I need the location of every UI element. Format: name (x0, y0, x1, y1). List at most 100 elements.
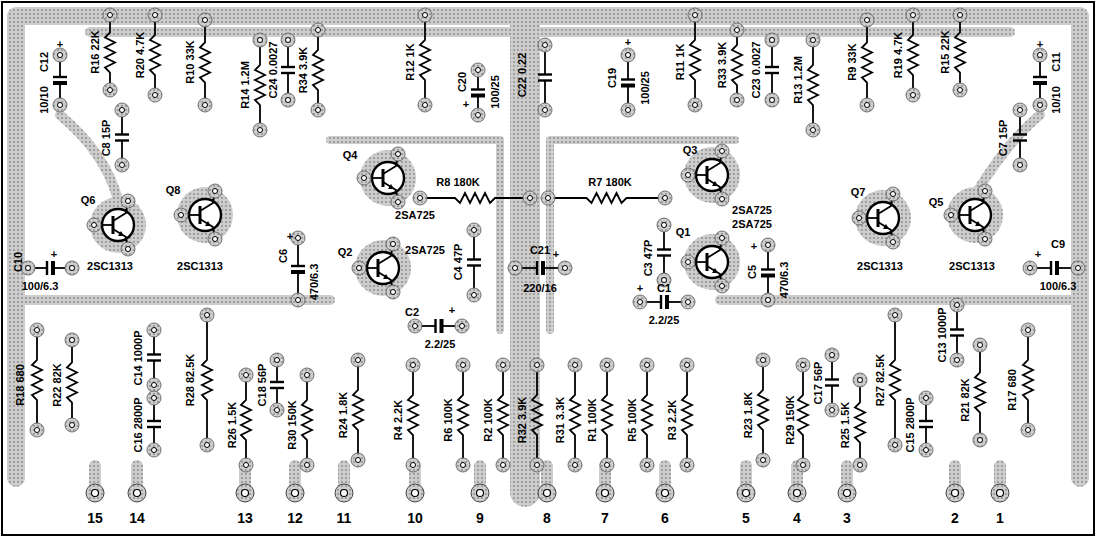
solder-pad (198, 98, 212, 112)
terminal-hole (997, 490, 1004, 497)
part-label: C24 0.0027 (267, 42, 279, 99)
capacitor-plate (1033, 81, 1047, 85)
pad-hole (58, 103, 63, 108)
capacitor-plate (825, 378, 839, 380)
capacitor-plate (657, 248, 671, 250)
solder-pad (600, 458, 614, 472)
transistor-emitter (113, 229, 126, 241)
solder-pad (386, 237, 400, 251)
terminal-pad (991, 484, 1009, 502)
solder-pad (391, 195, 405, 209)
pad-hole (535, 463, 540, 468)
pad-hole (663, 196, 668, 201)
part-label: + (1037, 38, 1043, 50)
solder-pad (291, 293, 305, 307)
solder-pad (148, 8, 162, 22)
capacitor-plate (434, 319, 436, 333)
solder-pad (281, 33, 295, 47)
pad-hole (720, 284, 725, 289)
pad-hole (685, 363, 690, 368)
pad-hole (686, 300, 691, 305)
pad-hole (720, 149, 725, 154)
pin-number: 4 (793, 511, 801, 526)
pad-hole (92, 223, 97, 228)
capacitor-plate (660, 295, 662, 309)
solder-pad (508, 261, 522, 275)
transistor-bar (377, 259, 380, 277)
pad-hole (153, 13, 158, 18)
solder-pad (121, 242, 135, 256)
pad-hole (357, 266, 362, 271)
pad-hole (1028, 266, 1033, 271)
resistor-symbol (498, 365, 508, 465)
transistor-collector (707, 246, 720, 258)
transistor-body (959, 199, 991, 231)
capacitor-plate (281, 72, 295, 74)
solder-pad (796, 358, 810, 372)
part-label: 470/6.3 (778, 262, 790, 299)
pad-hole (720, 236, 725, 241)
part-label: + (751, 240, 757, 252)
part-label: R11 1K (674, 44, 686, 81)
pad-hole (476, 68, 481, 73)
part-label: C2 (405, 306, 419, 318)
terminal-pad (737, 484, 755, 502)
terminal-hole (92, 490, 99, 497)
capacitor-plate (919, 426, 933, 428)
resistor-symbol (313, 30, 323, 110)
pad-hole (955, 303, 960, 308)
pad-hole (203, 103, 208, 108)
part-label: R2 100K (482, 398, 494, 441)
solder-pad (919, 443, 933, 457)
part-label: C6 (277, 249, 289, 263)
solder-pad (65, 261, 79, 275)
solder-pad (239, 368, 253, 382)
pad-hole (70, 266, 75, 271)
solder-pad (944, 208, 958, 222)
pad-hole (1026, 428, 1031, 433)
solder-pad (456, 358, 470, 372)
terminal-pad (86, 484, 104, 502)
pad-hole (546, 196, 551, 201)
part-label: R15 22K (939, 30, 951, 73)
pad-hole (645, 363, 650, 368)
solder-pad (973, 433, 987, 447)
pad-hole (865, 18, 870, 23)
pad-hole (685, 463, 690, 468)
resistor-symbol (408, 365, 418, 465)
pad-hole (70, 338, 75, 343)
solder-pad (853, 458, 867, 472)
pad-hole (153, 93, 158, 98)
pad-hole (58, 53, 63, 58)
capacitor-plate (621, 78, 635, 80)
resistor-symbol (798, 365, 808, 465)
capacitor-plate (467, 264, 481, 266)
resistor-symbol (353, 360, 363, 460)
solder-pad (65, 333, 79, 347)
pad-hole (476, 113, 481, 118)
part-label: C9 (1051, 238, 1065, 250)
solder-pad (115, 158, 129, 172)
solder-pad (681, 255, 695, 269)
pad-hole (472, 228, 477, 233)
part-label: R30 150K (286, 400, 298, 450)
transistor-base (367, 267, 378, 269)
terminal-hole (477, 490, 484, 497)
part-label: 100/6.3 (1040, 280, 1077, 292)
resistor-symbol (548, 193, 665, 203)
part-label: + (463, 98, 469, 110)
solder-pad (621, 48, 635, 62)
pad-hole (423, 103, 428, 108)
pad-hole (391, 242, 396, 247)
part-label: 470/6.3 (308, 264, 320, 301)
transistor-base (189, 214, 200, 216)
capacitor-plate (1013, 139, 1027, 141)
solder-pad (1071, 261, 1085, 275)
pad-hole (662, 223, 667, 228)
transistor-bar (199, 206, 202, 224)
resistor-symbol (855, 380, 865, 465)
pad-hole (770, 98, 775, 103)
pad-hole (244, 463, 249, 468)
pad-hole (356, 458, 361, 463)
pad-hole (391, 290, 396, 295)
